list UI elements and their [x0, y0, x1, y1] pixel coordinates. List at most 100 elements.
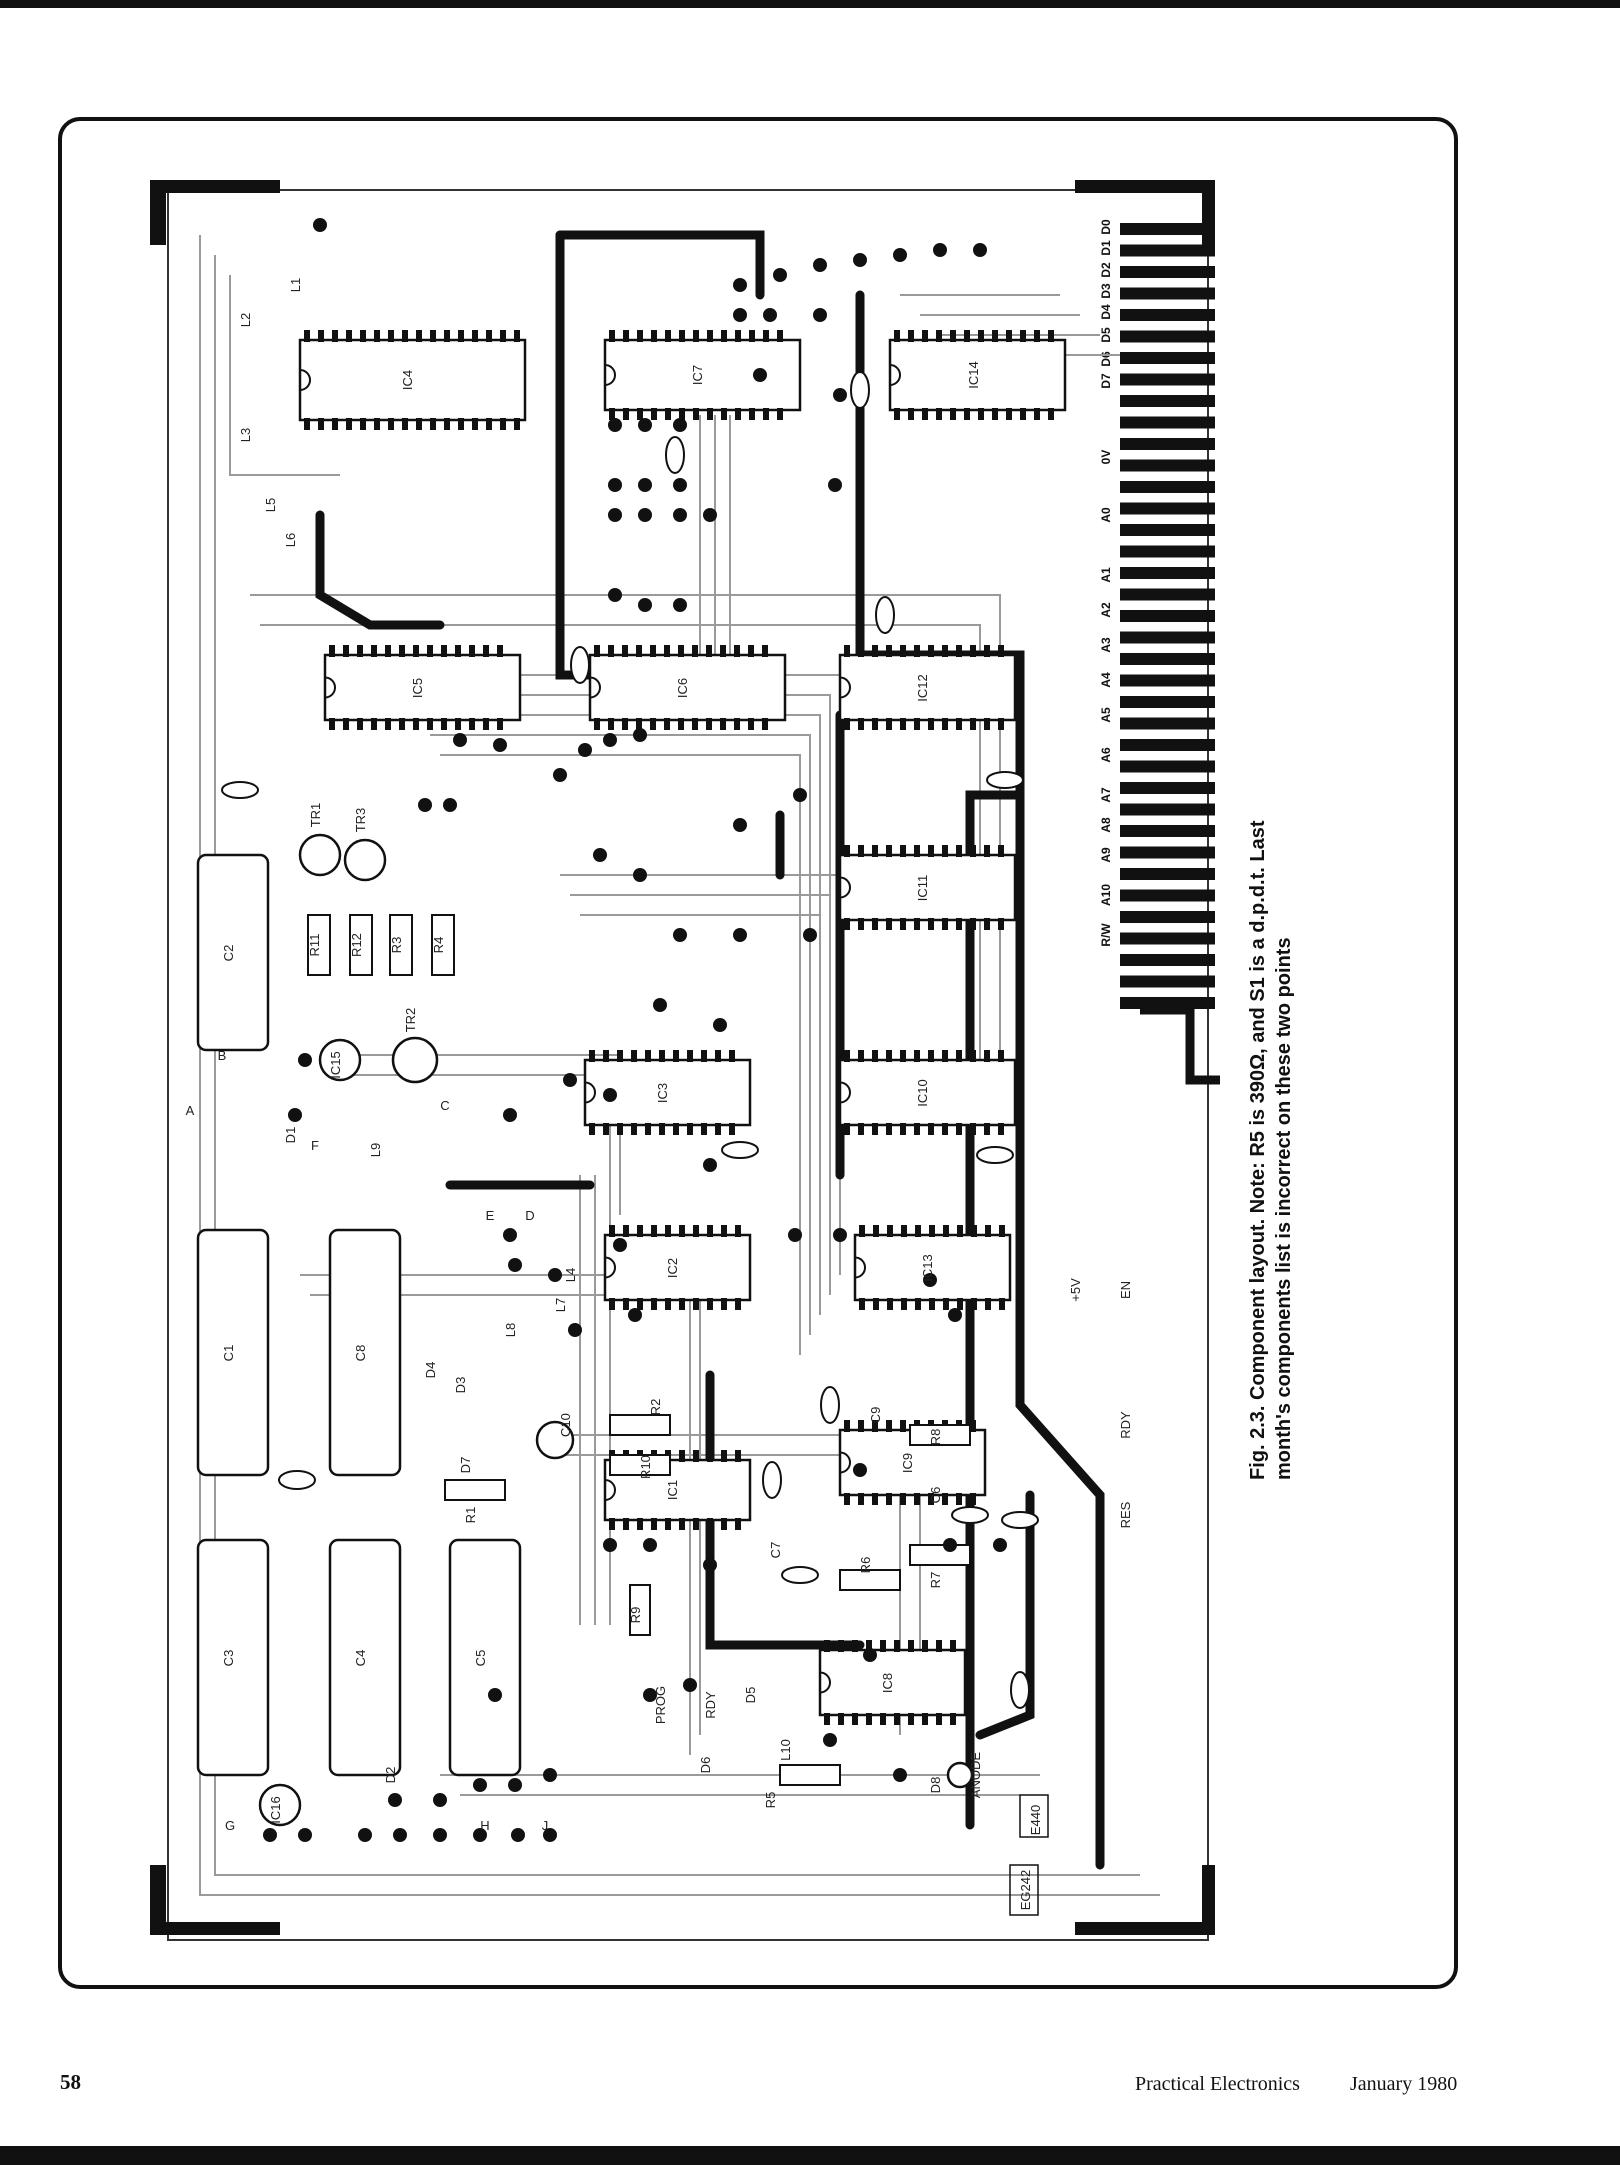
connector-label: A2 [1099, 602, 1113, 618]
resistors [307, 914, 971, 1786]
capacitor-c10 [535, 1420, 575, 1460]
solder-pad [833, 388, 847, 402]
board-code-label: EG242 [1018, 1870, 1033, 1910]
solder-pad [813, 258, 827, 272]
solder-pad [358, 1828, 372, 1842]
connector-finger [1120, 352, 1215, 364]
solder-pad [973, 243, 987, 257]
connector-label: A6 [1099, 747, 1113, 763]
ic-label: IC4 [400, 370, 415, 390]
ic-ic8 [818, 1640, 967, 1725]
resistor-r11 [307, 914, 331, 976]
solder-pad [638, 418, 652, 432]
solder-pad [393, 1828, 407, 1842]
magazine-name: Practical Electronics [1135, 2073, 1300, 2095]
connector-finger [1120, 459, 1215, 472]
capacitor-label: C9 [868, 1407, 883, 1424]
resistor-r5 [779, 1764, 841, 1786]
solder-pad [578, 743, 592, 757]
transistor-label: TR1 [308, 803, 323, 828]
inductor-label: L3 [238, 428, 253, 442]
solder-pad [733, 308, 747, 322]
solder-pad [683, 1678, 697, 1692]
transistor-tr2 [391, 1036, 439, 1084]
solder-pad [473, 1778, 487, 1792]
signal-label: EN [1118, 1281, 1133, 1299]
inductor-label: L7 [553, 1298, 568, 1312]
inductor-label: L2 [238, 313, 253, 327]
resistor-label: R1 [463, 1507, 478, 1524]
connector-finger [1120, 868, 1215, 880]
connector-finger [1120, 739, 1215, 751]
connector-finger [1120, 373, 1215, 386]
resistor-label: R12 [349, 933, 364, 957]
ic-label: IC9 [900, 1453, 915, 1473]
solder-pad [803, 928, 817, 942]
ic-label: IC15 [328, 1051, 343, 1078]
solder-pad [673, 418, 687, 432]
diode-label: D7 [458, 1457, 473, 1474]
connector-finger [1120, 287, 1215, 300]
solder-pad [603, 1088, 617, 1102]
connector-label: 0V [1099, 450, 1113, 465]
solder-pad [943, 1538, 957, 1552]
connector-finger [1120, 975, 1215, 988]
solder-pad [548, 1268, 562, 1282]
connector-finger [1120, 932, 1215, 945]
solder-pad [713, 1018, 727, 1032]
board-notch [1140, 1005, 1220, 1085]
ic-ic13 [853, 1225, 1012, 1310]
resistor-label: R2 [648, 1399, 663, 1416]
resistor-r4 [431, 914, 455, 976]
connector-finger [1120, 395, 1215, 407]
connector-label: D5 [1099, 327, 1113, 343]
signal-label: RES [1118, 1501, 1133, 1528]
capacitor-c4 [328, 1538, 402, 1777]
ic-label: IC1 [665, 1480, 680, 1500]
inductor-label: L1 [288, 278, 303, 292]
bottom-rule [0, 2146, 1620, 2165]
connector-label: A0 [1099, 507, 1113, 523]
resistor-label: R7 [928, 1572, 943, 1589]
connector-label: D4 [1099, 304, 1113, 320]
solder-pad [608, 418, 622, 432]
solder-pad [553, 768, 567, 782]
capacitor-label: C8 [353, 1345, 368, 1362]
capacitor-label: C5 [473, 1650, 488, 1667]
solder-pad [638, 478, 652, 492]
solder-pad [673, 598, 687, 612]
issue-date: January 1980 [1350, 2073, 1458, 2095]
figure-caption: Fig. 2.3. Component layout. Note: R5 is … [1245, 560, 1297, 1480]
corner-bracket-tr [1075, 180, 1215, 245]
signal-label: ANODE [968, 1752, 983, 1799]
terminal-label: J [542, 1818, 549, 1833]
edge-connector [1120, 223, 1215, 1009]
caption-line-1: Fig. 2.3. Component layout. Note: R5 is … [1247, 820, 1269, 1480]
resistor-label: R4 [431, 937, 446, 954]
ic-label: IC2 [665, 1258, 680, 1278]
solder-pad [853, 1463, 867, 1477]
connector-finger [1120, 481, 1215, 493]
solder-pad [298, 1053, 312, 1067]
diode-label: D2 [383, 1767, 398, 1784]
diode-label: D4 [423, 1362, 438, 1379]
connector-finger [1120, 266, 1215, 278]
ic-ic6 [588, 645, 787, 730]
solder-pad [508, 1778, 522, 1792]
transistor-tr1 [298, 833, 342, 877]
solder-pad [673, 928, 687, 942]
inductor-label: L4 [563, 1268, 578, 1282]
connector-finger [1120, 911, 1215, 923]
terminal-label: C [440, 1098, 449, 1113]
solder-pad [948, 1308, 962, 1322]
solder-pad [418, 798, 432, 812]
connector-finger [1120, 717, 1215, 730]
ic-label: IC14 [966, 361, 981, 388]
capacitor-c8 [328, 1228, 402, 1477]
diode-label: D1 [283, 1127, 298, 1144]
edge-connector-labels: D0D1D2D3D4D5D6D70VA0A1A2A3A4A5A6A7A8A9A1… [1099, 219, 1113, 947]
transistor-tr3 [343, 838, 387, 882]
top-rule [0, 0, 1620, 8]
connector-finger [1120, 438, 1215, 450]
solder-pad [633, 868, 647, 882]
